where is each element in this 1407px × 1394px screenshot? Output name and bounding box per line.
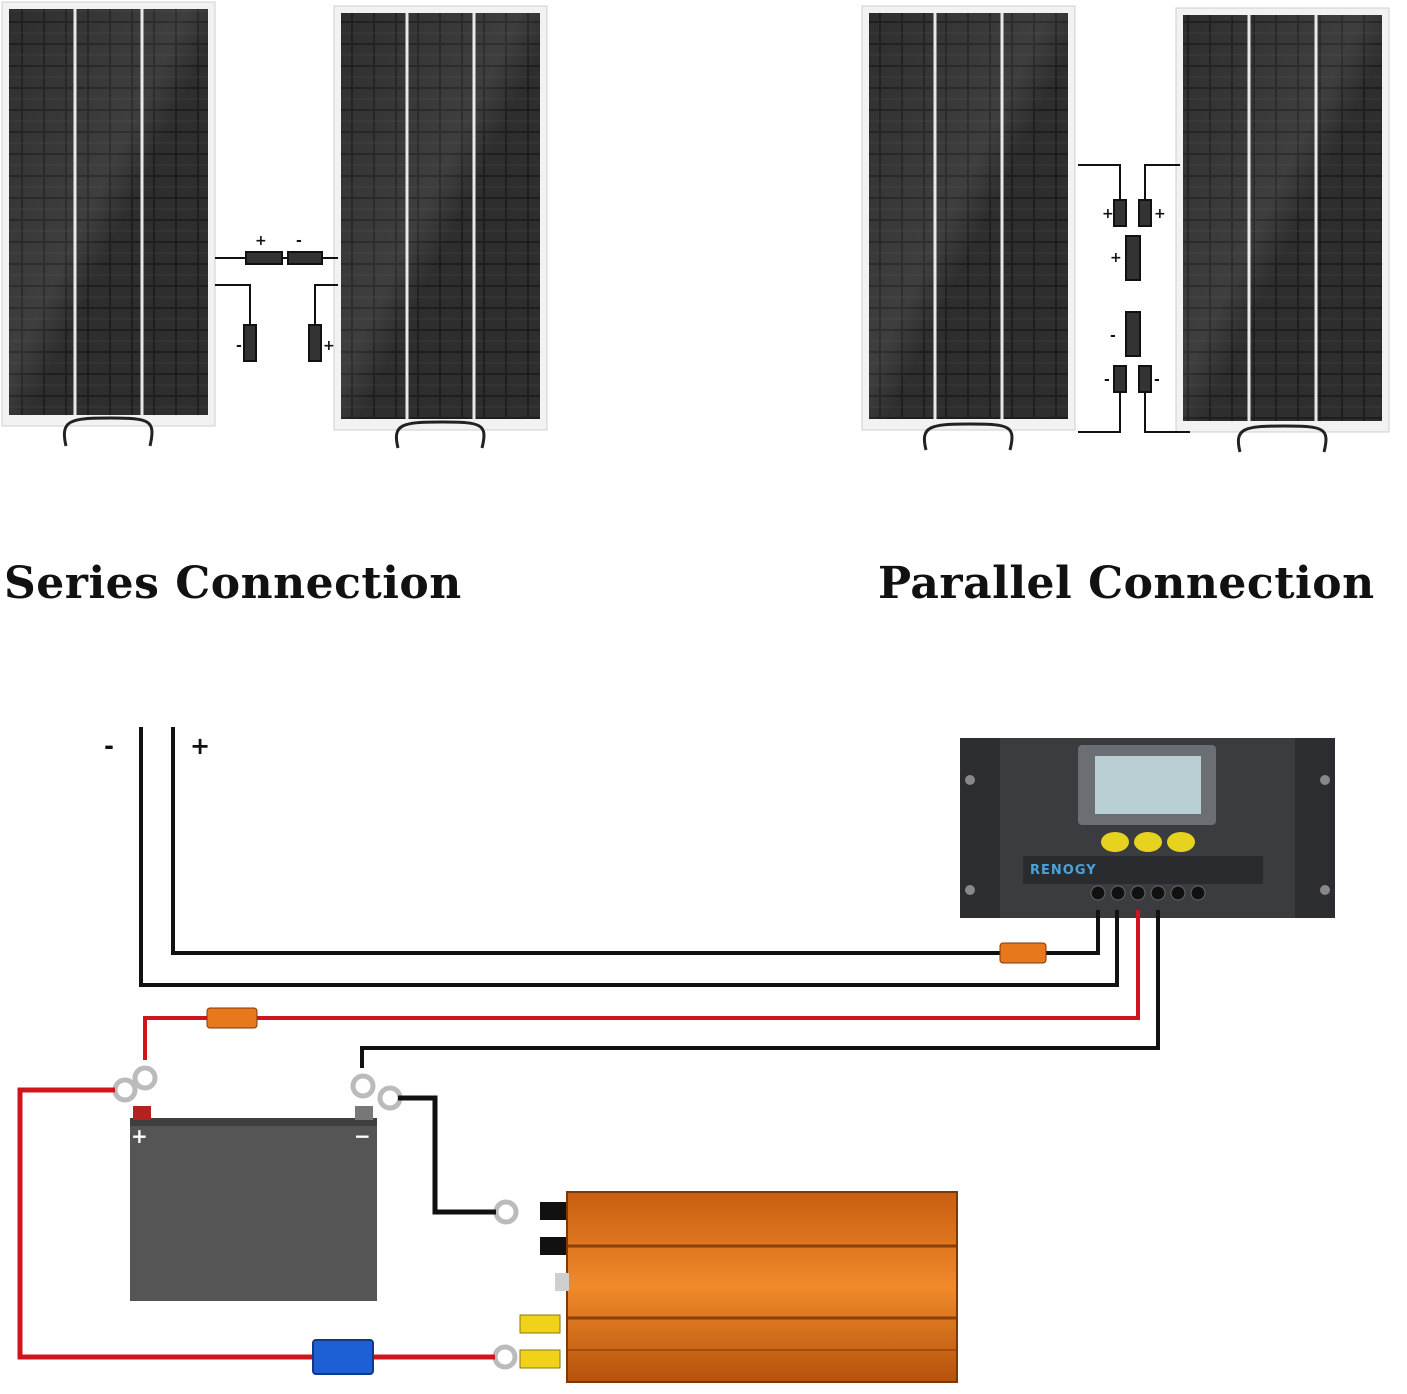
- wire-pv-negative: [139, 727, 1119, 987]
- svg-text:+: +: [1110, 250, 1122, 266]
- svg-text:-: -: [296, 233, 302, 249]
- solar-panel-parallel-left: [861, 5, 1076, 451]
- solar-panel-parallel-right: [1175, 7, 1390, 453]
- parallel-connectors: [1078, 164, 1190, 433]
- charge-controller: [960, 738, 1335, 918]
- wire-battery-positive: [143, 910, 1140, 1060]
- series-connectors: [215, 251, 338, 362]
- inverter: [519, 1191, 958, 1383]
- svg-text:-: -: [236, 338, 242, 354]
- battery: [130, 1106, 377, 1301]
- series-polarity-marks: + - - +: [236, 233, 335, 354]
- svg-text:-: -: [1110, 328, 1116, 344]
- svg-text:-: -: [1104, 372, 1110, 388]
- battery-fuse: [206, 1007, 258, 1029]
- inverter-fuse: [312, 1339, 374, 1375]
- controller-button-2: [1134, 832, 1162, 852]
- svg-text:+: +: [1154, 206, 1166, 222]
- controller-button-3: [1167, 832, 1195, 852]
- series-connection-caption: Series Connection: [4, 558, 462, 609]
- wire-pv-positive: [171, 727, 1100, 955]
- controller-brand-label: RENOGY: [1030, 863, 1097, 878]
- wire-inverter-negative: [398, 1095, 496, 1215]
- svg-text:+: +: [1102, 206, 1114, 222]
- controller-button-1: [1101, 832, 1129, 852]
- battery-positive-mark: +: [131, 1124, 148, 1148]
- svg-text:-: -: [1154, 372, 1160, 388]
- controller-lcd: [1095, 756, 1201, 814]
- solar-panel-series-right: [333, 5, 548, 449]
- svg-text:+: +: [255, 233, 267, 249]
- pv-negative-label: -: [104, 732, 114, 760]
- pv-positive-label: +: [190, 732, 211, 760]
- pv-fuse: [999, 942, 1047, 964]
- svg-text:+: +: [323, 338, 335, 354]
- solar-panel-series-left: [1, 1, 216, 447]
- battery-negative-mark: −: [354, 1124, 371, 1148]
- wire-inverter-positive: [17, 1087, 495, 1360]
- wire-battery-negative: [360, 910, 1160, 1068]
- parallel-polarity-marks: + + + - - -: [1102, 206, 1166, 388]
- parallel-connection-caption: Parallel Connection: [878, 558, 1375, 609]
